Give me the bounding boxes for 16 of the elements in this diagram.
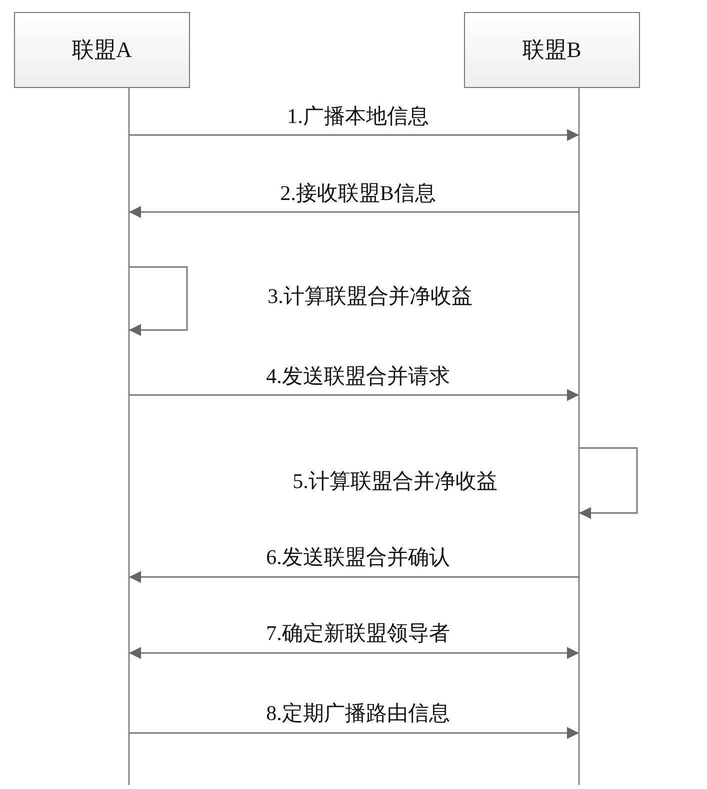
double-arrow: [129, 647, 579, 659]
participant-box: 联盟A: [14, 12, 190, 88]
message-arrow: [129, 206, 579, 218]
edge-label: 3.计算联盟合并净收益: [266, 284, 474, 308]
edge-label: 8.定期广播路由信息: [264, 701, 452, 725]
message-arrow: [129, 571, 579, 583]
message-arrow: [129, 727, 579, 739]
edge-label: 6.发送联盟合并确认: [264, 545, 452, 569]
edge-label: 2.接收联盟B信息: [278, 181, 438, 205]
participant-box: 联盟B: [464, 12, 640, 88]
self-message-arrow: [129, 266, 188, 336]
edge-label: 5.计算联盟合并净收益: [290, 469, 500, 493]
message-arrow: [129, 129, 579, 141]
edge-label: 4.发送联盟合并请求: [264, 364, 452, 388]
self-message-arrow: [579, 447, 638, 519]
message-arrow: [129, 389, 579, 401]
